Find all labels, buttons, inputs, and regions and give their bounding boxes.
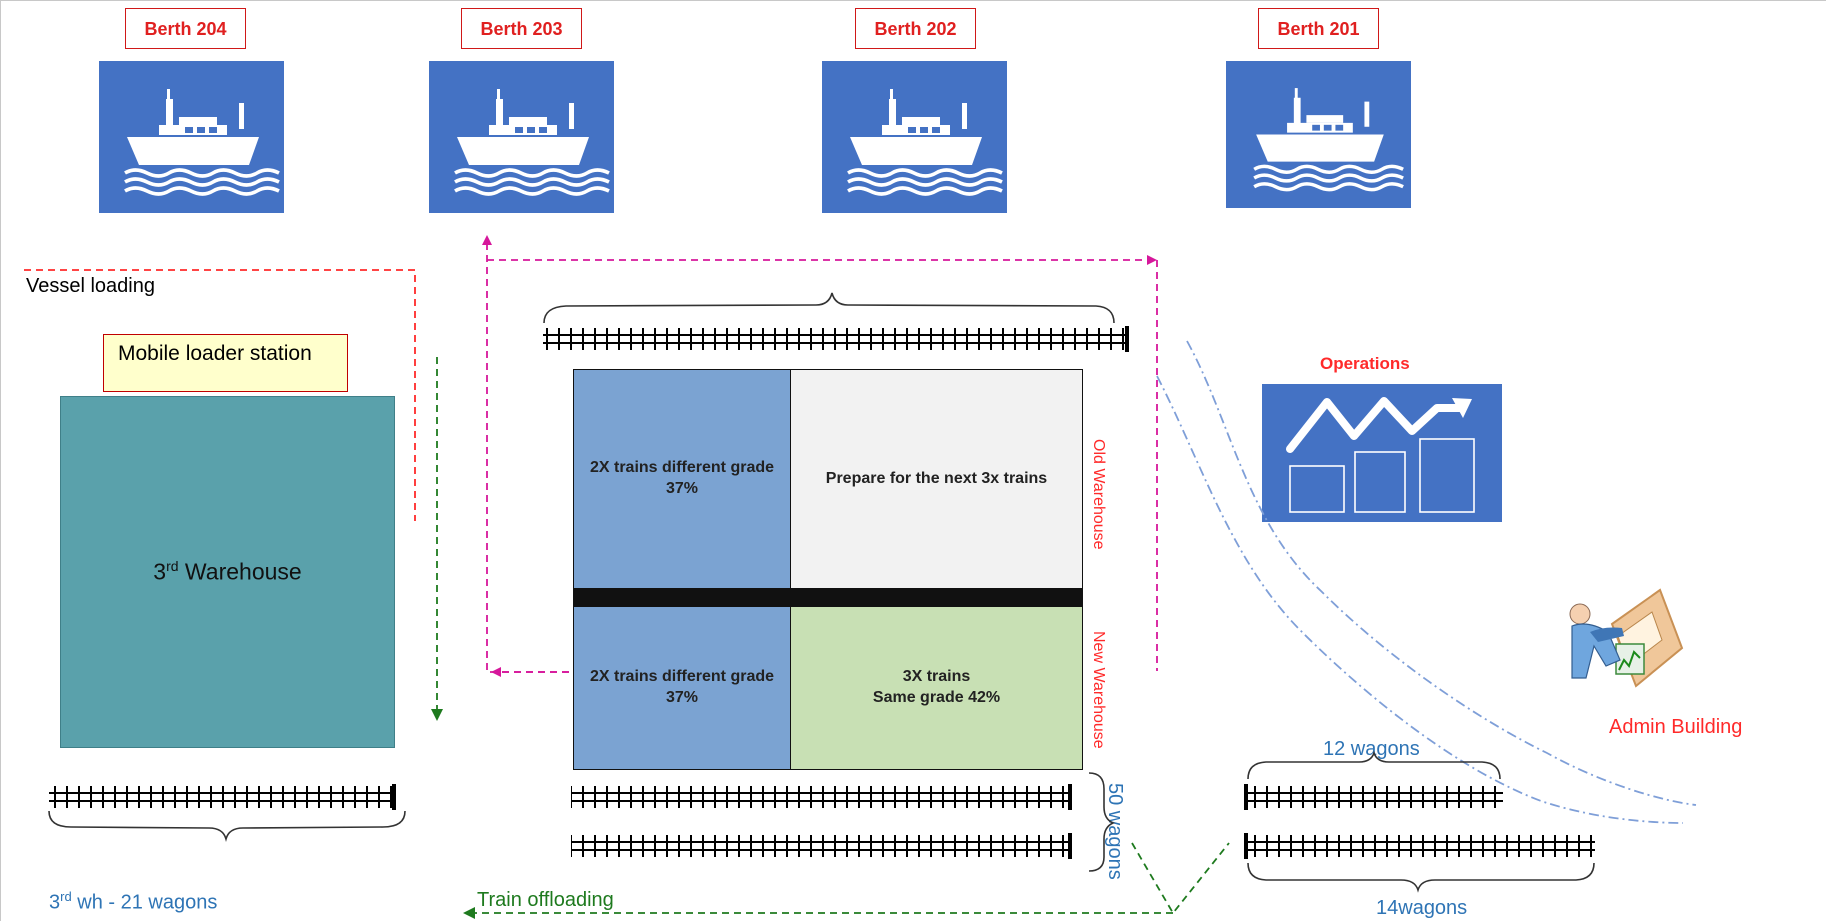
berth-204-label: Berth 204 bbox=[125, 8, 246, 49]
wagons-50-label: 50 wagons bbox=[1104, 783, 1126, 880]
new-warehouse-right-zone: 3X trains Same grade 42% bbox=[791, 607, 1082, 769]
berth-203-ship-tile bbox=[429, 61, 614, 213]
third-warehouse-label: 3rd Warehouse bbox=[153, 558, 302, 585]
flow-up-to-berth-203 bbox=[482, 235, 569, 673]
berth-204-ship-tile bbox=[99, 61, 284, 213]
old-warehouse-right-zone: Prepare for the next 3x trains bbox=[791, 370, 1082, 588]
growth-chart-icon bbox=[1286, 397, 1475, 513]
new-warehouse-label: New Warehouse bbox=[1090, 631, 1107, 749]
vessel-loading-label: Vessel loading bbox=[26, 275, 155, 297]
rail-track-right-1 bbox=[1244, 784, 1503, 810]
wagons-12-label: 12 wagons bbox=[1323, 738, 1420, 760]
third-wh-wagons-label: 3rd wh - 21 wagons bbox=[49, 889, 218, 914]
new-right-line-1: 3X trains bbox=[902, 668, 971, 686]
mobile-loader-station: Mobile loader station bbox=[103, 334, 348, 392]
access-route-outer bbox=[1156, 375, 1684, 824]
old-warehouse-label: Old Warehouse bbox=[1090, 439, 1107, 550]
operations-label: Operations bbox=[1320, 354, 1410, 373]
rail-track-right-2 bbox=[1244, 833, 1595, 859]
access-route-inner bbox=[1186, 340, 1697, 806]
train-offloading-route bbox=[1131, 842, 1230, 915]
berth-202-label: Berth 202 bbox=[855, 8, 976, 49]
third-warehouse: 3rd Warehouse bbox=[60, 396, 395, 748]
rail-track-top bbox=[543, 326, 1129, 352]
berth-201-label: Berth 201 bbox=[1258, 8, 1379, 49]
brace-50-wagons bbox=[1088, 772, 1115, 872]
person-at-desk-icon bbox=[1569, 588, 1684, 688]
new-warehouse-left-zone: 2X trains different grade 37% bbox=[574, 607, 790, 769]
berth-203-label: Berth 203 bbox=[461, 8, 582, 49]
wagons-14-label: 14wagons bbox=[1376, 897, 1468, 919]
rail-track-center-1 bbox=[571, 784, 1072, 810]
brace-top-track bbox=[543, 292, 1115, 324]
operations-tile bbox=[1262, 384, 1502, 522]
berth-201-ship-tile bbox=[1226, 61, 1411, 208]
admin-building-label: Admin Building bbox=[1609, 716, 1743, 738]
brace-third-warehouse bbox=[48, 810, 406, 843]
new-right-line-2: Same grade 42% bbox=[872, 689, 1001, 706]
admin-building-icon bbox=[1564, 586, 1684, 706]
rail-track-center-2 bbox=[571, 833, 1072, 859]
vessel-loading-line bbox=[24, 269, 416, 521]
rail-track-third-warehouse bbox=[49, 784, 396, 810]
brace-14-wagons bbox=[1247, 862, 1595, 893]
old-warehouse-left-zone: 2X trains different grade 37% bbox=[574, 370, 790, 588]
train-offloading-label: Train offloading bbox=[477, 889, 614, 911]
brace-12-wagons bbox=[1247, 750, 1501, 780]
berth-202-ship-tile bbox=[822, 61, 1007, 213]
